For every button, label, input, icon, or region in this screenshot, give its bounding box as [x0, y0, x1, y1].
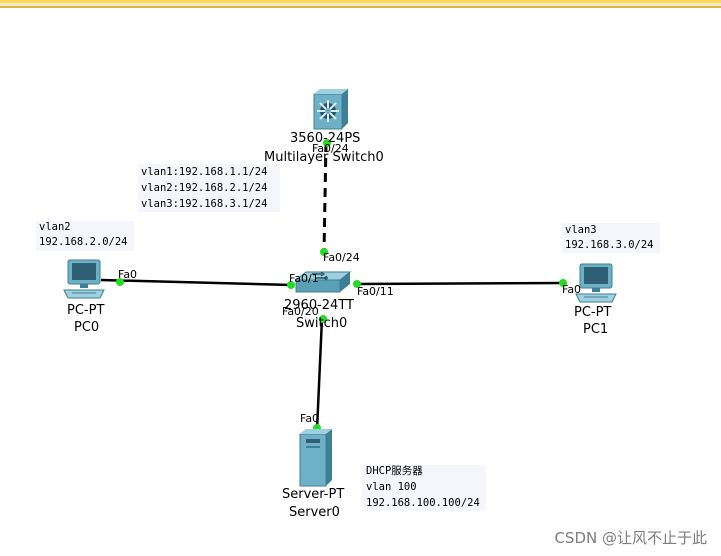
server-ip-note: 192.168.100.100/24 — [366, 497, 480, 509]
server-model-label: Server-PT — [282, 487, 345, 502]
port-dot-pc0-fa0 — [116, 278, 124, 286]
csdn-watermark: CSDN @让风不止于此 — [554, 529, 707, 547]
link-pc0-to-switch[interactable] — [100, 278, 293, 287]
switch-icon[interactable] — [294, 270, 352, 296]
pc0-subnet-note: 192.168.2.0/24 — [39, 236, 128, 248]
vlan-if-line-2: vlan2:192.168.2.1/24 — [141, 182, 268, 194]
port-label-sw-fa01: Fa0/1 — [289, 272, 319, 285]
link-switch-to-pc1[interactable] — [355, 281, 565, 286]
ml-switch-model-label: 3560-24PS — [290, 131, 361, 146]
server-vlan-note: vlan 100 — [366, 481, 417, 493]
pc1-subnet-note: 192.168.3.0/24 — [565, 239, 654, 251]
port-dot-ml-fa024 — [323, 139, 331, 147]
port-label-sw-fa011: Fa0/11 — [357, 285, 394, 298]
vlan-if-line-1: vlan1:192.168.1.1/24 — [141, 166, 268, 178]
port-label-server-fa0: Fa0 — [300, 412, 320, 425]
port-label-pc1-fa0: Fa0 — [562, 283, 582, 296]
pc0-computer-icon[interactable] — [60, 258, 108, 302]
switch-model-label: 2960-24TT — [284, 298, 354, 313]
port-dot-sw-fa020 — [319, 315, 327, 323]
port-dot-sw-fa024 — [320, 248, 328, 256]
port-label-pc0-fa0: Fa0 — [118, 268, 138, 281]
window-top-border — [0, 0, 721, 8]
pc1-name-label: PC1 — [583, 322, 609, 337]
pc0-vlan-note: vlan2 — [39, 221, 71, 233]
pc1-computer-icon[interactable] — [572, 262, 620, 306]
port-dot-sw-fa011 — [353, 280, 361, 288]
port-label-ml-fa024: Fa0/24 — [312, 142, 349, 155]
port-dot-pc1-fa0 — [559, 279, 567, 287]
port-dot-sw-fa01 — [287, 281, 295, 289]
pc1-model-label: PC-PT — [574, 305, 612, 320]
port-label-sw-fa020: Fa0/20 — [282, 305, 319, 318]
ml-switch-name-label: Multilayer Switch0 — [264, 150, 384, 165]
multilayer-switch-icon[interactable] — [310, 88, 350, 130]
pc0-name-label: PC0 — [74, 320, 100, 335]
link-ml-switch-to-switch[interactable] — [322, 142, 328, 253]
switch-name-label: Switch0 — [296, 316, 348, 331]
pc0-model-label: PC-PT — [67, 303, 105, 318]
vlan-if-line-3: vlan3:192.168.3.1/24 — [141, 198, 268, 210]
server-name-label: Server0 — [289, 505, 340, 520]
link-switch-to-server[interactable] — [315, 317, 324, 431]
port-label-sw-fa024: Fa0/24 — [323, 251, 360, 264]
server-dhcp-note: DHCP服务器 — [366, 465, 423, 477]
server-icon[interactable] — [296, 428, 336, 488]
pc1-vlan-note: vlan3 — [565, 224, 597, 236]
